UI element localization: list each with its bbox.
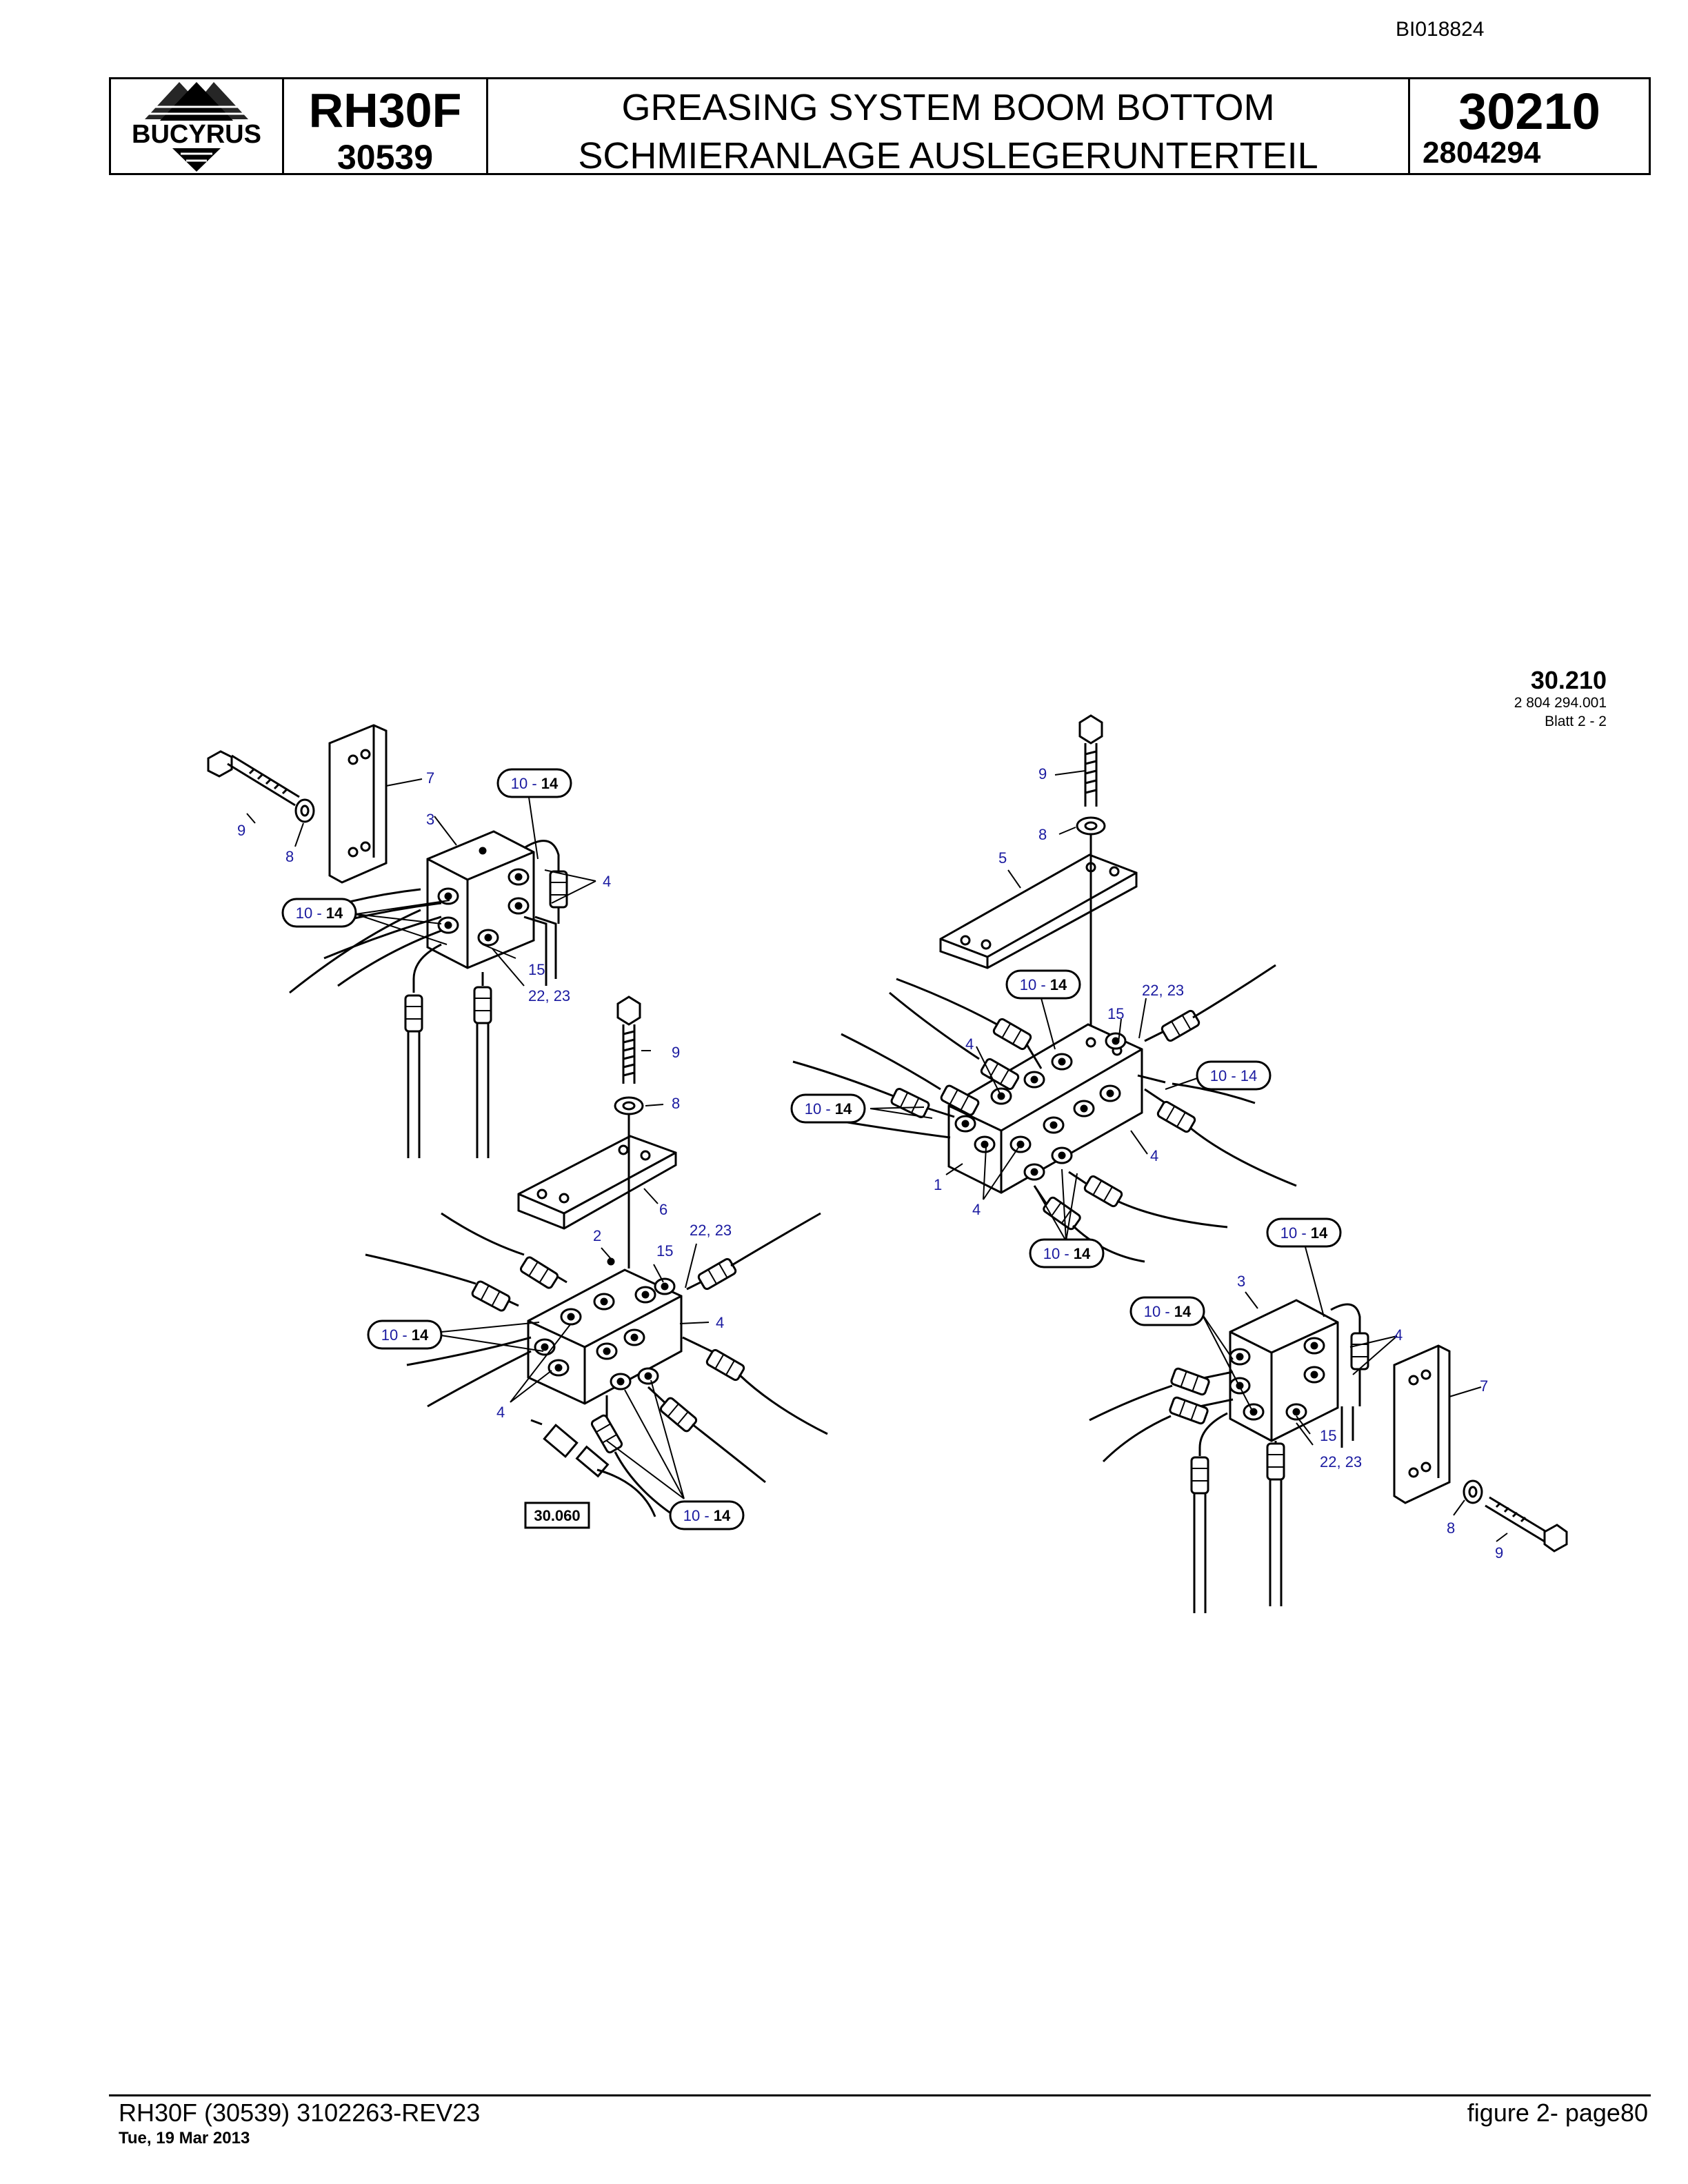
svg-text:10 - 14: 10 - 14 (381, 1326, 429, 1344)
svg-text:10 - 14: 10 - 14 (1280, 1224, 1328, 1242)
svg-text:4: 4 (603, 873, 611, 890)
range-callout-5: 10 - 14 (1005, 969, 1081, 1000)
svg-text:10 - 14: 10 - 14 (1020, 976, 1067, 993)
svg-text:4: 4 (716, 1314, 724, 1331)
svg-text:4: 4 (1150, 1147, 1158, 1164)
svg-text:3: 3 (426, 811, 434, 828)
assembly-bottom-right (1089, 1299, 1568, 1613)
svg-text:10 - 14: 10 - 14 (1144, 1303, 1192, 1320)
title-block: BUCYRUS RH30F 30539 GREASING SYSTEM BOOM… (109, 77, 1651, 176)
svg-text:30.210: 30.210 (1531, 666, 1607, 694)
title-cell: GREASING SYSTEM BOOM BOTTOM SCHMIERANLAG… (488, 79, 1410, 176)
range-callout-6: 10 - 14 (1196, 1060, 1272, 1091)
footer-page-reference: figure 2- page80 (1467, 2099, 1648, 2127)
footer-rule (109, 2094, 1651, 2096)
model-cell: RH30F 30539 (284, 79, 488, 176)
footer-date: Tue, 19 Mar 2013 (119, 2129, 250, 2147)
svg-text:10 - 14: 10 - 14 (683, 1507, 731, 1524)
assembly-bottom-left (365, 995, 828, 1518)
svg-text:4: 4 (496, 1404, 505, 1421)
part-number: 2804294 (1423, 136, 1541, 170)
title-english: GREASING SYSTEM BOOM BOTTOM (621, 87, 1275, 128)
svg-text:8: 8 (672, 1095, 680, 1112)
svg-text:5: 5 (998, 849, 1007, 867)
svg-text:9: 9 (672, 1044, 680, 1061)
assembly-top-left (207, 724, 568, 1158)
svg-text:10 - 14: 10 - 14 (1210, 1067, 1258, 1084)
svg-text:1: 1 (934, 1176, 942, 1193)
svg-text:7: 7 (426, 769, 434, 787)
svg-text:15: 15 (1320, 1427, 1336, 1444)
range-callout-10: 10 - 14 (1129, 1296, 1205, 1326)
reference-block: 30.210 2 804 294.001 Blatt 2 - 2 (1514, 666, 1607, 729)
svg-text:22, 23: 22, 23 (1320, 1453, 1362, 1470)
svg-text:10 - 14: 10 - 14 (805, 1100, 852, 1118)
page-cell: 30210 2804294 (1410, 79, 1649, 173)
model-number: 30539 (336, 138, 434, 176)
footer-doc-reference: RH30F (30539) 3102263-REV23 (119, 2099, 481, 2127)
svg-text:4: 4 (1394, 1326, 1403, 1344)
svg-text:22, 23: 22, 23 (690, 1222, 732, 1239)
svg-text:9: 9 (237, 822, 245, 839)
assembly-top-right (792, 714, 1297, 1263)
svg-text:Blatt 2 - 2: Blatt 2 - 2 (1545, 714, 1607, 729)
part-labels: 7 3 9 8 4 15 22, 23 9 8 6 2 15 22, 23 4 … (237, 765, 1503, 1561)
svg-text:4: 4 (972, 1201, 981, 1218)
range-callout-9: 10 - 14 (1266, 1217, 1342, 1248)
range-callout-7: 10 - 14 (790, 1093, 866, 1124)
range-callout-8: 10 - 14 (1029, 1238, 1105, 1268)
svg-text:15: 15 (1107, 1005, 1124, 1022)
svg-text:BUCYRUS: BUCYRUS (132, 120, 261, 149)
svg-text:10 - 14: 10 - 14 (511, 775, 559, 792)
svg-text:10 - 14: 10 - 14 (1043, 1245, 1091, 1262)
svg-text:10 - 14: 10 - 14 (296, 904, 343, 922)
svg-text:15: 15 (656, 1242, 673, 1260)
document-id: BI018824 (1396, 18, 1485, 41)
svg-text:6: 6 (659, 1201, 667, 1218)
svg-text:8: 8 (1447, 1519, 1455, 1537)
svg-text:8: 8 (1038, 826, 1047, 843)
range-callout-1: 10 - 14 (496, 768, 572, 798)
logo-cell: BUCYRUS (111, 79, 284, 173)
svg-text:9: 9 (1495, 1544, 1503, 1561)
svg-text:22, 23: 22, 23 (1142, 982, 1184, 999)
model-name: RH30F (308, 83, 462, 137)
svg-text:9: 9 (1038, 765, 1047, 782)
svg-text:2: 2 (593, 1227, 601, 1244)
cross-reference-box[interactable]: 30.060 (524, 1502, 590, 1529)
range-callouts: 10 - 14 10 - 14 10 - 14 10 - 14 10 - 14 … (281, 768, 1342, 1530)
range-callout-2: 10 - 14 (281, 898, 357, 928)
svg-text:3: 3 (1237, 1273, 1245, 1290)
svg-text:30.060: 30.060 (534, 1507, 580, 1524)
title-german: SCHMIERANLAGE AUSLEGERUNTERTEIL (578, 135, 1318, 176)
range-callout-3: 10 - 14 (367, 1320, 443, 1350)
svg-text:7: 7 (1480, 1377, 1488, 1395)
svg-text:8: 8 (285, 848, 294, 865)
svg-text:22, 23: 22, 23 (528, 987, 570, 1004)
bucyrus-logo: BUCYRUS (125, 82, 268, 172)
range-callout-4: 10 - 14 (669, 1500, 745, 1530)
svg-text:15: 15 (528, 961, 545, 978)
svg-text:2 804 294.001: 2 804 294.001 (1514, 695, 1607, 711)
page-code: 30210 (1458, 83, 1600, 140)
svg-text:4: 4 (965, 1035, 974, 1053)
leader-lines (246, 770, 1508, 1542)
